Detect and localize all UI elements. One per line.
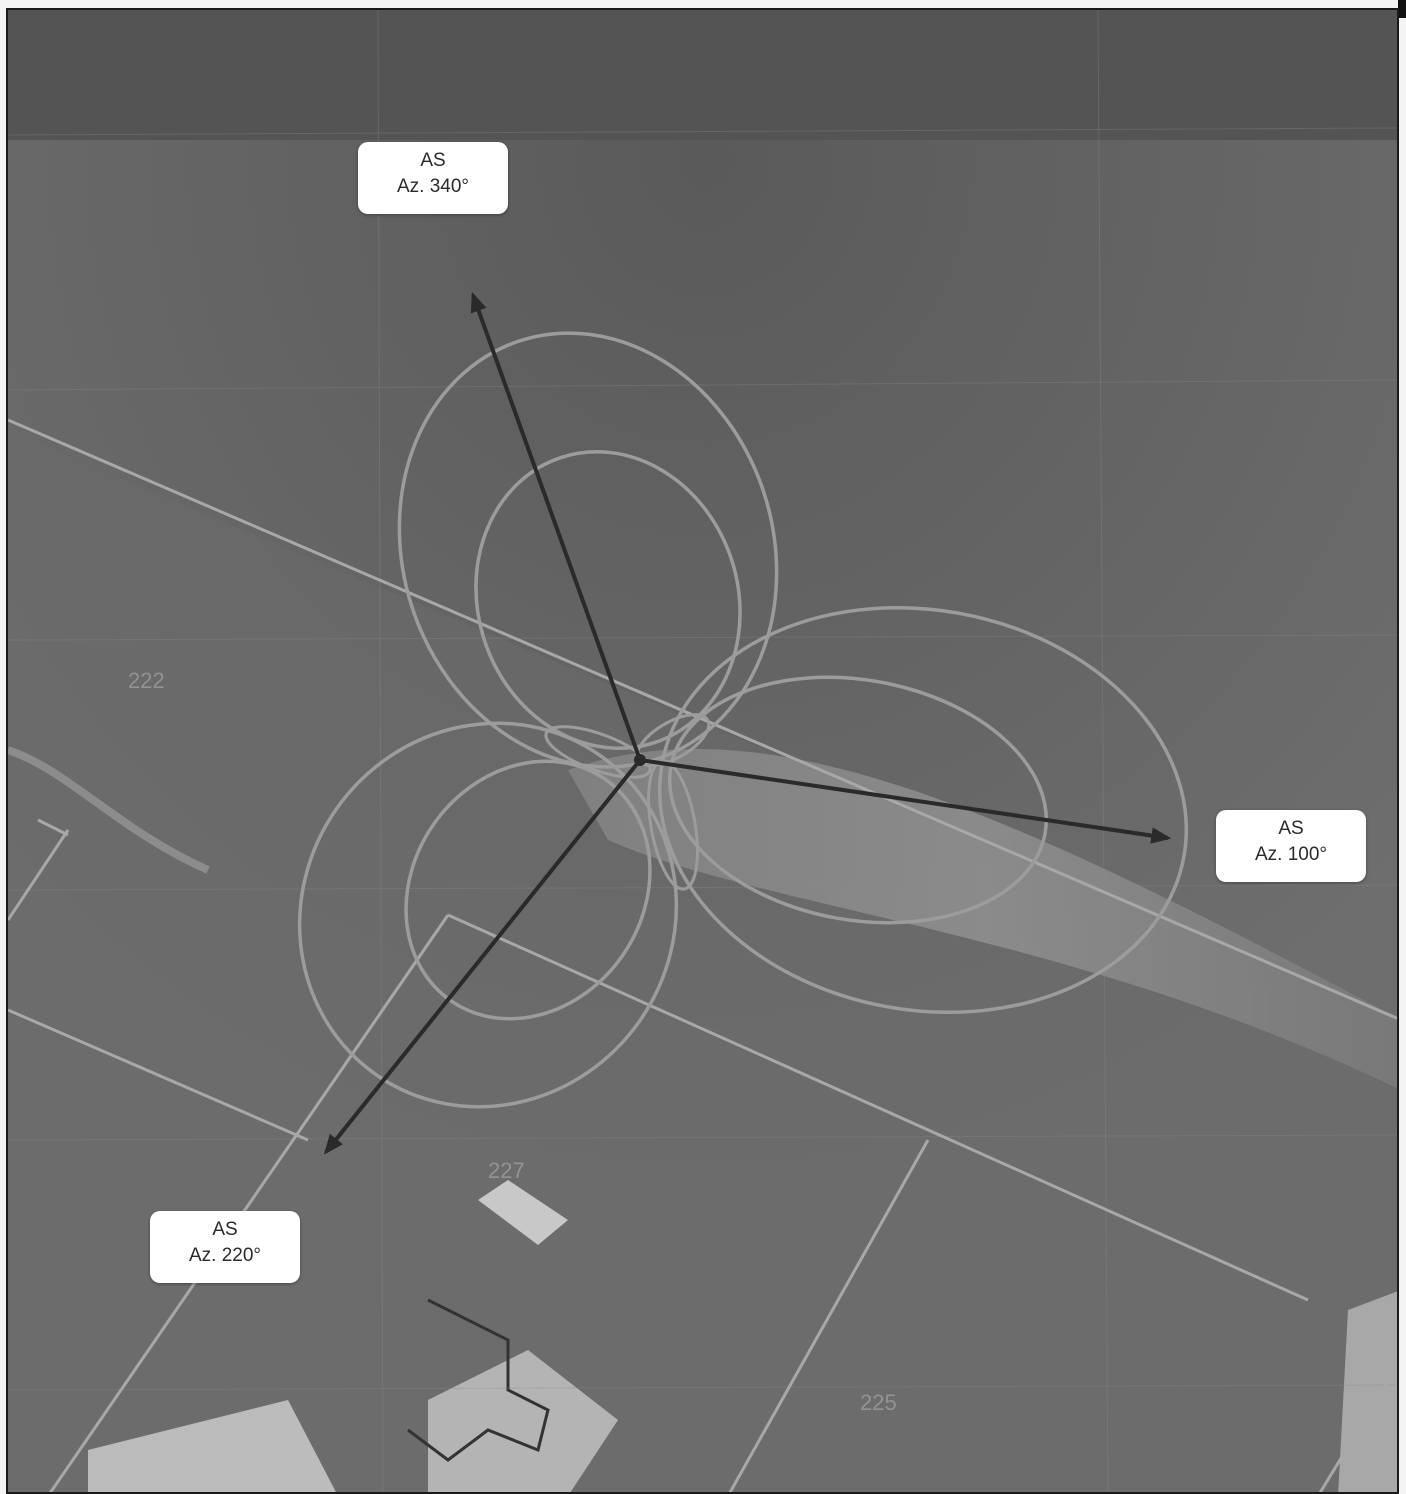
azimuth-arrows xyxy=(323,291,1172,1155)
building-roof-2 xyxy=(428,1350,618,1492)
building-outline xyxy=(407,1298,550,1462)
antenna-site xyxy=(634,754,646,766)
callout-az-220: AS Az. 220° xyxy=(150,1211,300,1283)
arrow-az-340 xyxy=(470,291,642,761)
callout-title: AS xyxy=(1278,818,1304,839)
dark-canopy-band xyxy=(8,10,1397,140)
parcel-label-225: 225 xyxy=(860,1390,897,1415)
callout-az-100: AS Az. 100° xyxy=(1216,810,1366,882)
arrow-az-100 xyxy=(639,758,1172,844)
callout-az-340: AS Az. 340° xyxy=(358,142,508,214)
callout-azimuth: Az. 340° xyxy=(396,176,470,197)
parcel-label-227: 227 xyxy=(488,1158,525,1183)
lobe-220 xyxy=(297,721,679,1109)
callout-title: AS xyxy=(212,1219,238,1240)
building-roof-3 xyxy=(88,1400,336,1492)
callout-title: AS xyxy=(420,150,446,171)
scan-gridlines xyxy=(8,10,1397,1492)
building-roof-4 xyxy=(1338,1291,1397,1492)
arrow-az-220 xyxy=(323,758,642,1155)
field-region xyxy=(8,430,1397,1492)
corner-mark xyxy=(1398,0,1406,18)
parcel-boundaries xyxy=(8,418,1397,1492)
stream-line xyxy=(8,746,210,874)
parcel-label-222: 222 xyxy=(128,668,165,693)
building-roof-1 xyxy=(478,1180,568,1245)
clearing-strip xyxy=(568,749,1397,1089)
callout-azimuth: Az. 220° xyxy=(188,1245,262,1266)
lobe-340 xyxy=(397,331,779,769)
callout-azimuth: Az. 100° xyxy=(1254,844,1328,865)
